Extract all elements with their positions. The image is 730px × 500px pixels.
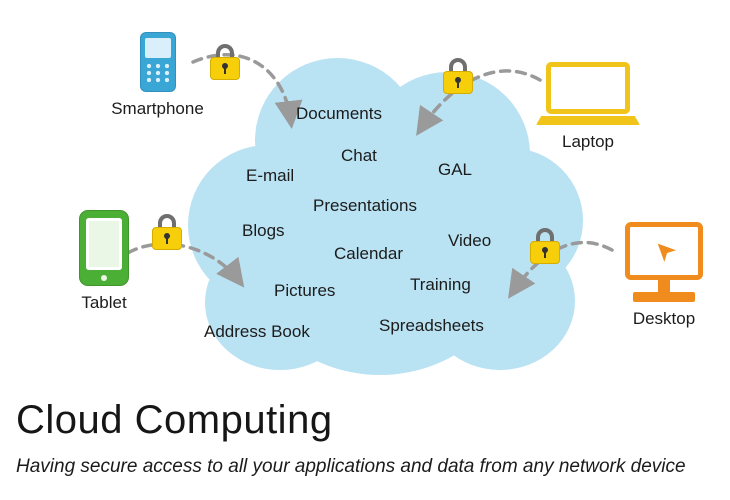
keyhole	[164, 233, 170, 244]
device-label-smartphone: Smartphone	[111, 99, 204, 118]
cursor-arrow-icon: ➤	[645, 232, 683, 270]
smartphone-screen	[144, 38, 171, 58]
device-label-desktop: Desktop	[632, 309, 696, 328]
padlock-shackle	[536, 228, 554, 246]
cloud-item-gal: GAL	[438, 160, 473, 179]
smartphone-icon	[139, 32, 176, 92]
desktop-monitor: ➤	[625, 222, 703, 280]
device-label-laptop: Laptop	[562, 132, 614, 151]
cloud-item-calendar: Calendar	[334, 244, 403, 263]
desktop-icon: ➤	[608, 222, 720, 302]
padlock-body	[530, 241, 560, 264]
padlock-shackle	[449, 58, 467, 76]
cloud-item-spreadsheets: Spreadsheets	[379, 316, 484, 335]
padlock-icon	[443, 58, 473, 94]
cloud-item-address-book: Address Book	[204, 322, 310, 341]
page-title: Cloud Computing	[16, 398, 333, 442]
device-smartphone: Smartphone	[100, 32, 215, 119]
laptop-base	[536, 116, 640, 125]
padlock-icon	[210, 44, 240, 80]
device-label-tablet: Tablet	[81, 293, 127, 312]
tablet-screen	[86, 218, 122, 270]
tablet-home-button	[101, 275, 107, 281]
smartphone-keypad	[143, 62, 172, 84]
cloud-shape	[205, 235, 355, 370]
padlock-body	[152, 227, 182, 250]
laptop-icon	[528, 62, 648, 125]
padlock-body	[443, 71, 473, 94]
keyhole	[542, 247, 548, 258]
cloud-item-email: E-mail	[246, 166, 295, 185]
padlock-shackle	[216, 44, 234, 62]
cloud-item-presentations: Presentations	[313, 196, 417, 215]
tablet-icon	[79, 210, 129, 286]
device-laptop: Laptop	[528, 62, 648, 152]
cloud-item-chat: Chat	[341, 146, 377, 165]
device-desktop: ➤ Desktop	[608, 222, 720, 329]
padlock-shackle	[158, 214, 176, 232]
cloud-item-blogs: Blogs	[242, 221, 285, 240]
cloud-item-documents: Documents	[296, 104, 382, 123]
cloud-item-video: Video	[448, 231, 492, 250]
laptop-screen	[546, 62, 630, 114]
keyhole	[222, 63, 228, 74]
cloud-item-pictures: Pictures	[274, 281, 336, 300]
desktop-base	[633, 292, 695, 302]
padlock-icon	[530, 228, 560, 264]
device-tablet: Tablet	[48, 210, 160, 313]
keyhole	[455, 77, 461, 88]
cloud-item-training: Training	[410, 275, 471, 294]
desktop-stand	[658, 280, 670, 292]
page-subtitle: Having secure access to all your applica…	[16, 456, 686, 477]
padlock-body	[210, 57, 240, 80]
padlock-icon	[152, 214, 182, 250]
